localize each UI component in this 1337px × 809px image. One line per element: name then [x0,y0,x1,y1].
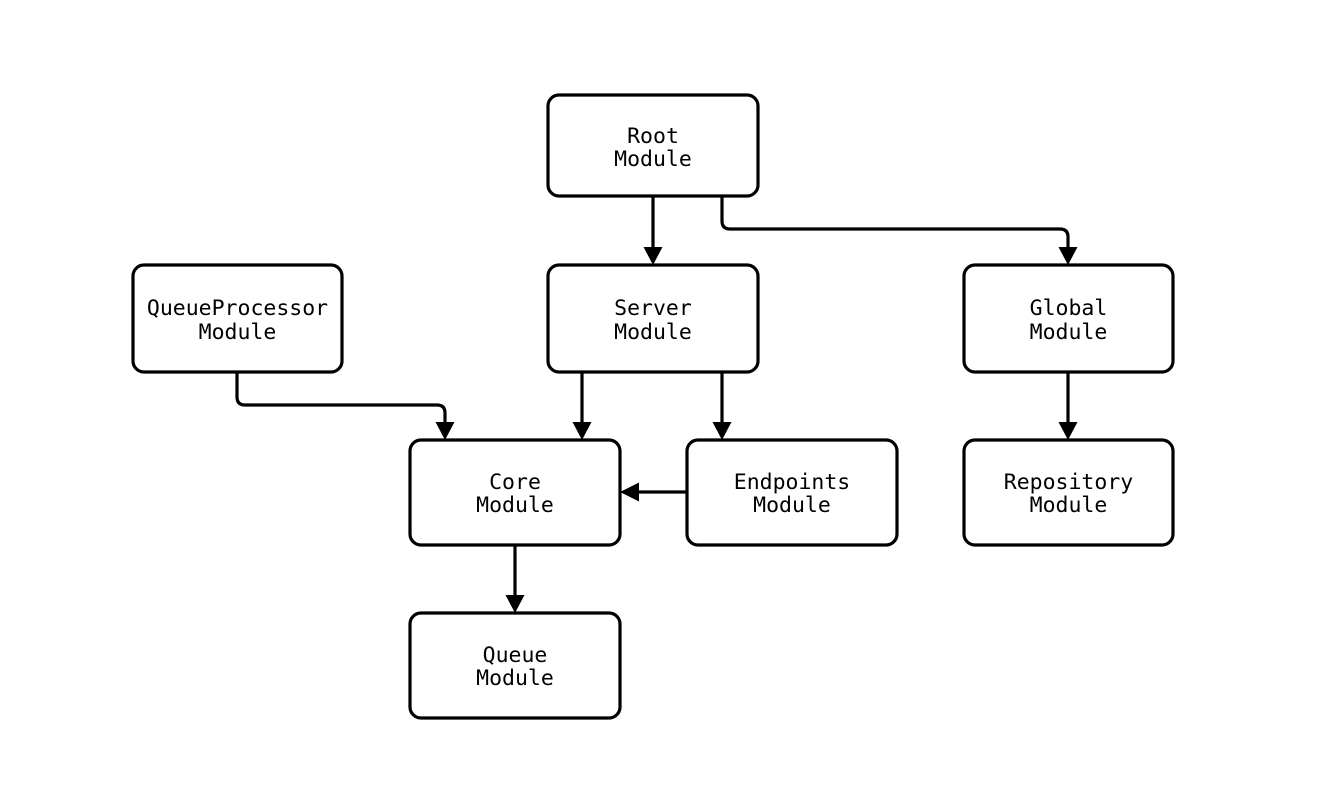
edge-endpoints-to-core [620,482,687,502]
node-core-module-box[interactable] [408,438,622,547]
node-core-module[interactable]: Core Module [408,438,622,547]
node-queue-module-label-line2: Module [476,666,554,691]
node-root-module-label-line1: Root [627,124,679,149]
nodes-layer: Root Module QueueProcessor Module Server… [131,93,1175,720]
node-server-module-label-line1: Server [614,296,692,321]
edge-server-to-endpoints [712,372,732,440]
node-root-module-box[interactable] [546,93,760,198]
node-endpoints-module-label-line1: Endpoints [734,470,851,495]
node-server-module[interactable]: Server Module [546,263,760,374]
node-root-module[interactable]: Root Module [546,93,760,198]
node-queue-module-label-line1: Queue [483,643,548,668]
node-repository-module[interactable]: Repository Module [962,438,1175,547]
node-global-module-box[interactable] [962,263,1175,374]
edge-server-to-core [572,372,592,440]
node-root-module-label-line2: Module [614,147,692,172]
node-server-module-label-line2: Module [614,320,692,345]
node-queueprocessor-module-label-line1: QueueProcessor [147,296,328,321]
node-queueprocessor-module-box[interactable] [131,263,344,374]
edge-root-to-global [720,196,1078,265]
node-core-module-label-line1: Core [489,470,541,495]
node-repository-module-label-line1: Repository [1004,470,1133,495]
edges-layer [235,196,1078,613]
node-global-module[interactable]: Global Module [962,263,1175,374]
node-queueprocessor-module-label-line2: Module [199,320,277,345]
node-queue-module-box[interactable] [408,611,622,720]
node-queue-module[interactable]: Queue Module [408,611,622,720]
edge-core-to-queue [505,545,525,613]
node-endpoints-module-box[interactable] [685,438,899,547]
node-repository-module-box[interactable] [962,438,1175,547]
node-global-module-label-line1: Global [1030,296,1108,321]
edge-queueprocessor-to-core [235,372,455,440]
node-endpoints-module[interactable]: Endpoints Module [685,438,899,547]
node-core-module-label-line2: Module [476,493,554,518]
node-queueprocessor-module[interactable]: QueueProcessor Module [131,263,344,374]
node-endpoints-module-label-line2: Module [753,493,831,518]
edge-global-to-repository [1058,372,1078,440]
edge-root-to-server [643,196,663,265]
node-server-module-box[interactable] [546,263,760,374]
node-repository-module-label-line2: Module [1030,493,1108,518]
node-global-module-label-line2: Module [1030,320,1108,345]
